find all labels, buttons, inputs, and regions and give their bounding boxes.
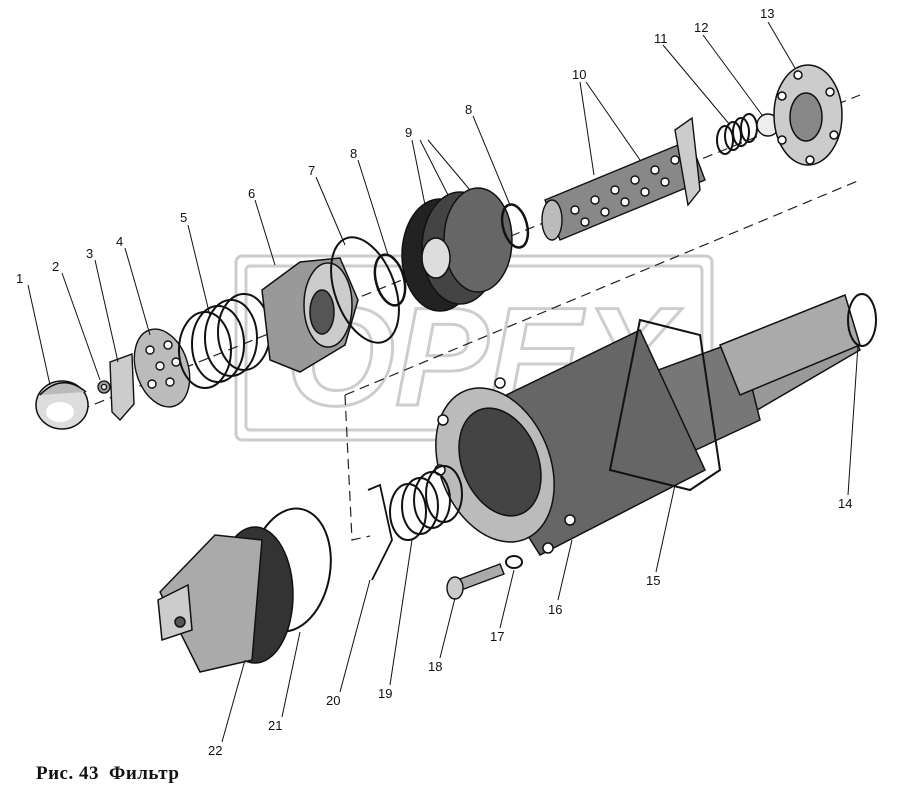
leader-lines bbox=[27, 21, 859, 743]
callout-14: 14 bbox=[838, 496, 852, 511]
callout-9: 9 bbox=[405, 125, 412, 140]
part-19-spring bbox=[389, 465, 463, 541]
callout-19: 19 bbox=[378, 686, 392, 701]
callout-11: 11 bbox=[654, 31, 668, 46]
callout-1: 1 bbox=[16, 271, 23, 286]
callout-18: 18 bbox=[428, 659, 442, 674]
part-20-wire-clip bbox=[367, 483, 393, 581]
callout-2: 2 bbox=[52, 259, 59, 274]
part-22-cover-plug bbox=[157, 526, 294, 673]
part-8-ring-middle bbox=[500, 203, 530, 249]
part-9-filter-discs bbox=[401, 187, 513, 312]
callout-12: 12 bbox=[694, 20, 708, 35]
part-8-ring-left bbox=[373, 253, 407, 307]
figure-caption: Рис. 43 Фильтр bbox=[36, 763, 189, 785]
callout-13: 13 bbox=[760, 6, 774, 21]
part-10-perforated-tube bbox=[541, 116, 706, 241]
part-6-valve-body bbox=[261, 257, 359, 373]
callout-17: 17 bbox=[490, 629, 504, 644]
callout-20: 20 bbox=[326, 693, 340, 708]
part-11-spring bbox=[716, 113, 758, 155]
callout-21: 21 bbox=[268, 718, 282, 733]
part-1-cap bbox=[35, 380, 89, 430]
callout-3: 3 bbox=[86, 246, 93, 261]
part-7-o-ring bbox=[330, 236, 400, 344]
callout-4: 4 bbox=[116, 234, 123, 249]
callout-10: 10 bbox=[572, 67, 586, 82]
callout-8a: 8 bbox=[350, 146, 357, 161]
part-15-gasket bbox=[608, 318, 722, 492]
callout-7: 7 bbox=[308, 163, 315, 178]
callout-8b: 8 bbox=[465, 102, 472, 117]
callout-22: 22 bbox=[208, 743, 222, 758]
part-5-spring bbox=[178, 293, 271, 389]
figure-number: Рис. 43 bbox=[36, 763, 99, 784]
part-16-filter-housing bbox=[434, 293, 877, 556]
callout-5: 5 bbox=[180, 210, 187, 225]
callout-labels: 1 2 3 4 5 6 7 8 8 9 10 11 12 13 14 15 16… bbox=[16, 6, 852, 758]
callout-16: 16 bbox=[548, 602, 562, 617]
part-3-bracket bbox=[109, 353, 135, 422]
callout-6: 6 bbox=[248, 186, 255, 201]
part-13-flange-plate bbox=[773, 64, 843, 166]
part-18-bolt bbox=[446, 563, 505, 600]
callout-15: 15 bbox=[646, 573, 660, 588]
part-17-washer bbox=[505, 555, 523, 569]
figure-title: Фильтр bbox=[109, 763, 180, 784]
part-2-nut bbox=[97, 380, 111, 394]
part-4-perforated-plate bbox=[133, 328, 191, 408]
